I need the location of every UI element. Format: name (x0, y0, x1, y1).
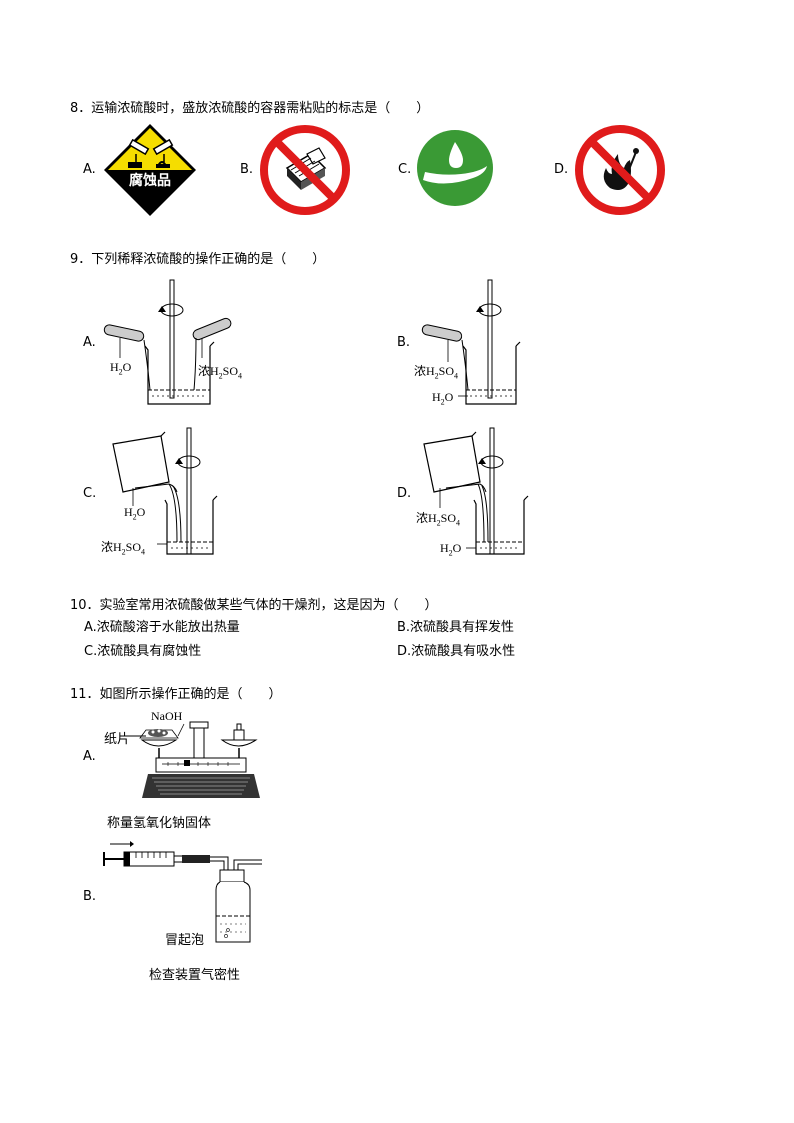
q11-option-a-label[interactable]: A. (83, 749, 96, 764)
q9-b-water-label: H2O (432, 390, 454, 407)
q10-stem: 10．实验室常用浓硫酸做某些气体的干燥剂，这是因为（ ） (70, 598, 438, 613)
q10-option-b[interactable]: B.浓硫酸具有挥发性 (397, 620, 515, 635)
q9-d-acid-label: 浓H2SO4 (416, 511, 461, 528)
q9-stem: 9．下列稀释浓硫酸的操作正确的是（ ） (70, 252, 326, 267)
q11-a-caption: 称量氢氧化钠固体 (107, 816, 212, 831)
q9-d-diagram (423, 427, 529, 555)
no-open-flame-sign-icon (575, 125, 665, 215)
corrosive-text: 腐蚀品 (129, 172, 171, 189)
q8-stem: 8．运输浓硫酸时，盛放浓硫酸的容器需粘贴的标志是（ ） (70, 101, 430, 116)
naoh-label: NaOH (151, 709, 183, 723)
q9-a-water-label: H2O (110, 360, 132, 377)
no-explosive-sign-icon (260, 125, 350, 215)
q9-option-d-label[interactable]: D. (397, 486, 412, 501)
q9-a-acid-label: 浓H2SO4 (198, 364, 243, 381)
q11-b-caption: 检查装置气密性 (149, 968, 241, 983)
q9-c-acid-label: 浓H2SO4 (101, 540, 146, 557)
q9-b-acid-label: 浓H2SO4 (414, 364, 459, 381)
paper-pointer-line (126, 735, 146, 737)
q9-b-diagram (421, 279, 521, 405)
syringe-airtight-diagram (103, 841, 262, 943)
paper-label: 纸片 (104, 732, 131, 747)
q9-option-b-label[interactable]: B. (397, 335, 411, 350)
q8-option-a-label[interactable]: A. (83, 162, 96, 177)
q10-option-c[interactable]: C.浓硫酸具有腐蚀性 (84, 644, 202, 659)
q9-option-c-label[interactable]: C. (83, 486, 97, 501)
q9-a-diagram (103, 279, 232, 405)
q8-option-d-label[interactable]: D. (554, 162, 569, 177)
balance-scale-diagram (139, 721, 260, 798)
corrosive-sign-icon: 腐蚀品 (104, 124, 196, 216)
q9-c-water-label: H2O (124, 505, 146, 522)
q8-option-c-label[interactable]: C. (398, 162, 412, 177)
q9-option-a-label[interactable]: A. (83, 335, 96, 350)
bubble-label: 冒起泡 (165, 933, 205, 948)
q10-option-d[interactable]: D.浓硫酸具有吸水性 (397, 644, 516, 659)
q11-stem: 11．如图所示操作正确的是（ ） (70, 687, 282, 702)
q8-option-b-label[interactable]: B. (240, 162, 254, 177)
water-reactive-sign-icon (417, 130, 493, 206)
q11-option-b-label[interactable]: B. (83, 889, 97, 904)
q9-c-diagram (112, 427, 218, 555)
q10-option-a[interactable]: A.浓硫酸溶于水能放出热量 (84, 620, 240, 635)
q9-d-water-label: H2O (440, 541, 462, 558)
